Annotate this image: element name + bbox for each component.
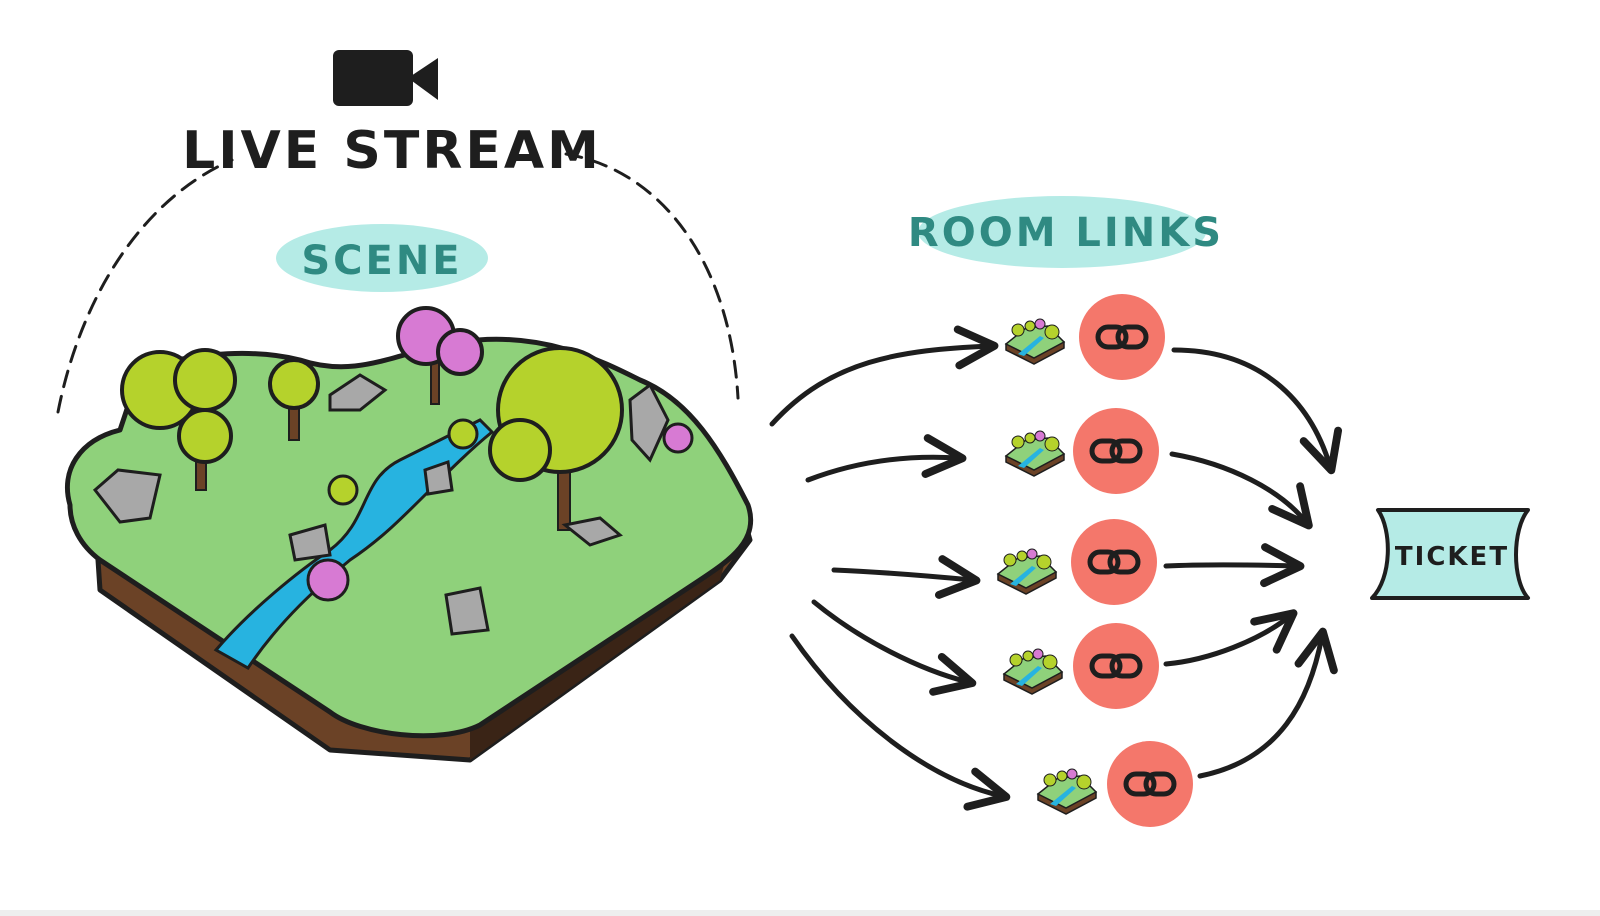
scene-thumbnail-icon [1004,318,1066,365]
scene-label: SCENE [276,224,488,292]
scene-thumbnail-icon [1036,768,1098,815]
room-links-label-text: ROOM LINKS [908,210,1224,256]
chain-link-icon [1087,549,1141,575]
scene-thumbnail-icon [996,548,1058,595]
chain-link-icon [1123,771,1177,797]
scene-island [64,306,754,763]
live-stream-title: LIVE STREAM [182,121,602,181]
arrow-to-room-4 [811,599,977,696]
stream-coverage-arc [56,158,234,414]
arrow-to-room-1 [769,325,999,427]
room-links [996,294,1193,827]
room-link-circle [1079,294,1165,380]
chain-link-icon [1089,653,1143,679]
arrow-from-room-3 [1163,543,1305,588]
room-to-ticket-arrows [1163,347,1343,779]
scene-label-text: SCENE [301,238,462,284]
room-link-row [996,519,1157,605]
room-link-circle [1107,741,1193,827]
room-link-circle [1073,408,1159,494]
room-link-row [1002,623,1159,709]
room-link-row [1004,294,1165,380]
bottom-edge [0,910,1600,916]
room-links-label: ROOM LINKS [908,196,1224,268]
arrow-from-room-4 [1163,609,1298,667]
ticket-label: TICKET [1395,542,1509,572]
scene-thumbnail-icon [1002,648,1064,695]
room-link-circle [1071,519,1157,605]
arrow-from-room-2 [1169,451,1313,530]
room-link-row [1036,741,1193,827]
arrow-from-room-5 [1197,627,1338,779]
scene-to-room-arrows [769,325,1011,811]
arrow-to-room-3 [831,555,981,599]
ticket-icon: TICKET [1370,508,1530,600]
video-camera-icon [333,50,438,106]
chain-link-icon [1095,324,1149,350]
stream-coverage-arc-right [564,152,740,400]
arrow-to-room-5 [789,633,1011,811]
chain-link-icon [1089,438,1143,464]
room-link-circle [1073,623,1159,709]
arrow-to-room-2 [805,434,967,483]
scene-thumbnail-icon [1004,430,1066,477]
room-link-row [1004,408,1159,494]
arrow-from-room-1 [1171,347,1343,475]
